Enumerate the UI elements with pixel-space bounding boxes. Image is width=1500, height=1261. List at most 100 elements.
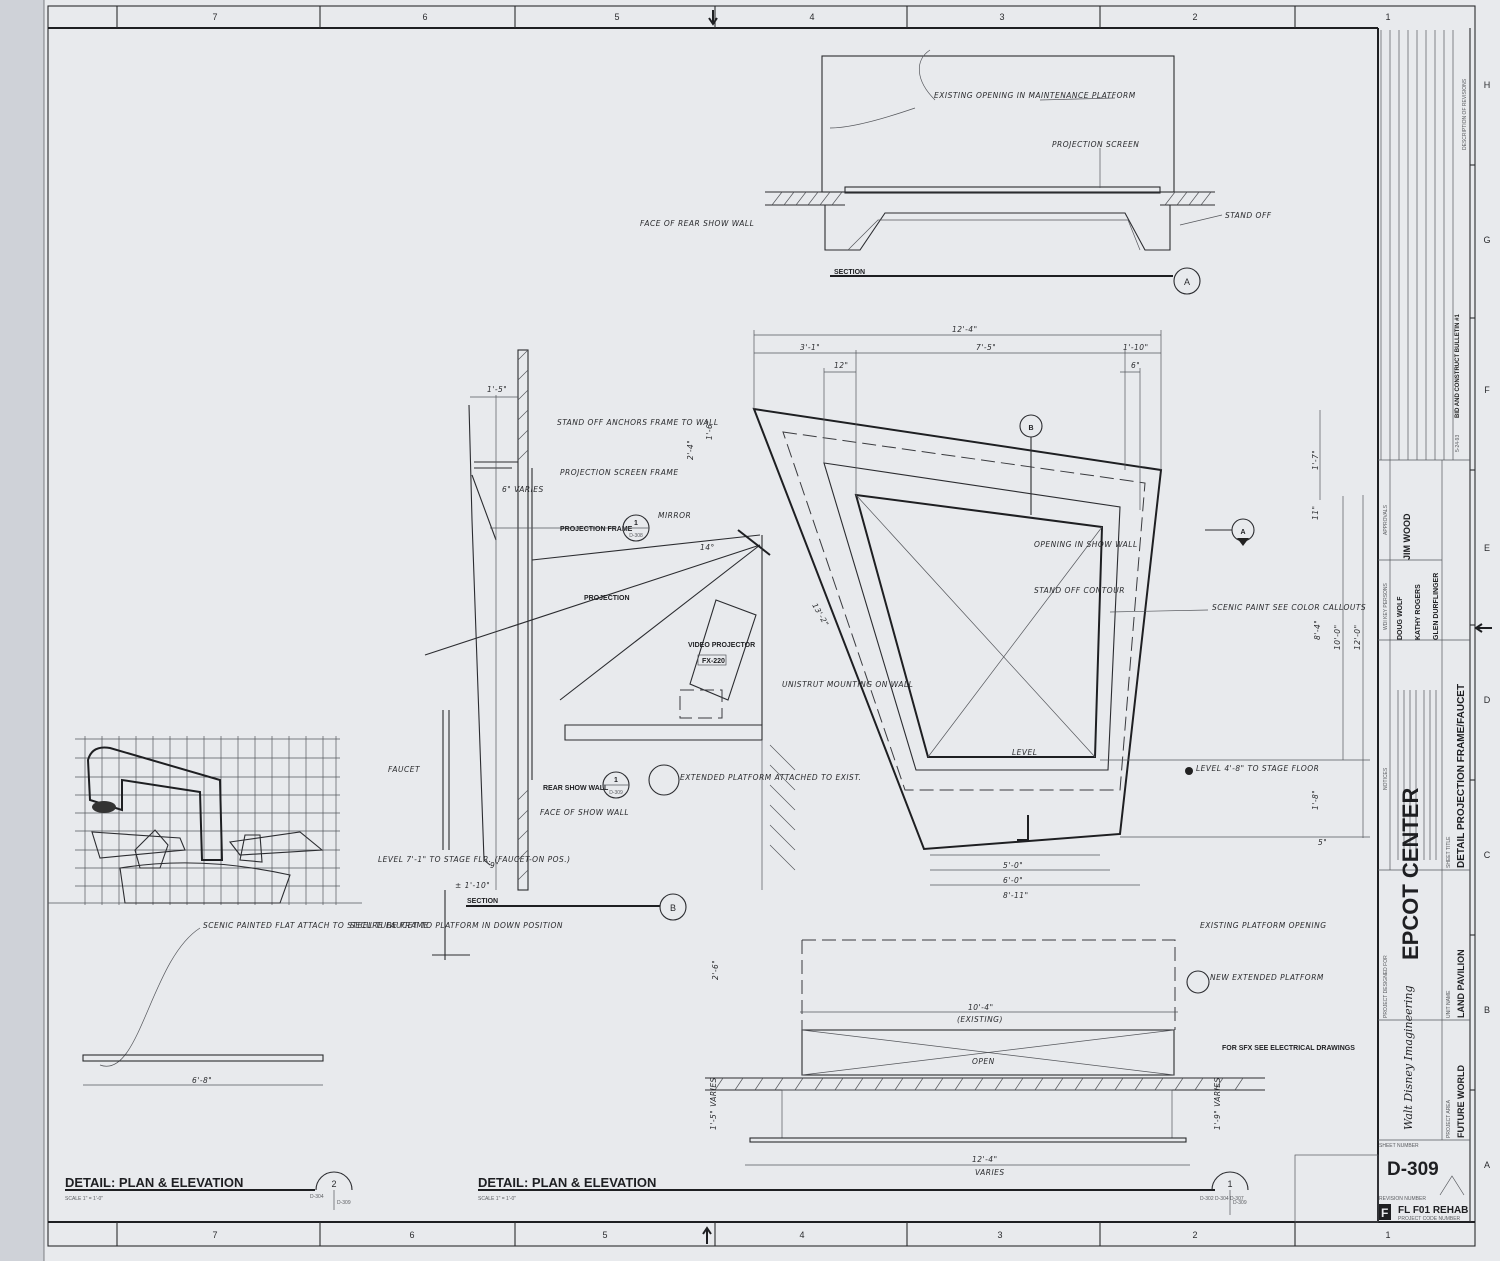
column-label: 2	[1192, 12, 1197, 22]
row-label: F	[1484, 385, 1490, 395]
dimension: 12'-0"	[1353, 624, 1362, 650]
approver: JIM WOOD	[1402, 513, 1412, 560]
key-persons-label: WDI KEY PERSONS	[1383, 582, 1389, 630]
callout-sheet: D-308	[629, 533, 643, 539]
section-marker-a: A	[1205, 518, 1255, 546]
dimension: 2'-4"	[686, 440, 695, 460]
designed-for-label: PROJECT DESIGNED FOR	[1383, 955, 1389, 1018]
project-area-label: PROJECT AREA	[1446, 1099, 1452, 1138]
note: FACE OF SHOW WALL	[540, 808, 629, 817]
column-label: 4	[799, 1230, 804, 1240]
center-arrow-right	[1474, 623, 1492, 633]
project-code: FL F01 REHAB	[1398, 1205, 1468, 1216]
note: MIRROR	[658, 511, 691, 520]
note: REAR SHOW WALL	[543, 785, 609, 792]
revision-letter: F	[1381, 1206, 1388, 1220]
projector-code: FX-220	[702, 658, 725, 665]
note: LEVEL 4'-8" TO STAGE FLOOR	[1196, 764, 1319, 773]
dimension: 10'-0"	[1333, 624, 1342, 650]
sheet-title-label: SHEET TITLE	[1446, 836, 1452, 868]
note: OPENING IN SHOW WALL	[1034, 540, 1138, 549]
section-b: 1'-5" 6" VARIES STAND OFF ANCHORS FRAME …	[350, 349, 913, 960]
dimension: 6'-8"	[192, 1076, 212, 1085]
firm-logo: Walt Disney Imagineering	[1402, 985, 1415, 1130]
note: PROJECTION SCREEN FRAME	[560, 468, 679, 477]
detail-scale: SCALE 1" = 1'-0"	[478, 1196, 516, 1202]
key-person: DOUG WOLF	[1397, 596, 1404, 640]
note: SCENIC PAINT SEE COLOR CALLOUTS	[1212, 603, 1366, 612]
revision-header: DESCRIPTION OF REVISIONS	[1462, 78, 1468, 150]
note: STAND OFF ANCHORS FRAME TO WALL	[557, 418, 719, 427]
section-title: SECTION	[834, 269, 865, 276]
title-block: DESCRIPTION OF REVISIONS 5-24-93 BID AND…	[1378, 30, 1470, 1222]
column-label: 5	[602, 1230, 607, 1240]
note: EXTENDED PLATFORM ATTACHED TO EXIST.	[680, 773, 861, 782]
column-label: 5	[614, 12, 619, 22]
projection-frame-label: PROJECTION FRAME	[560, 526, 633, 533]
row-label: E	[1484, 543, 1490, 553]
callout-ref: D-304	[310, 1194, 324, 1200]
marker-letter: A	[1240, 529, 1245, 536]
level-marker-icon	[1185, 767, 1193, 775]
detail-callout: 1 D-309	[602, 771, 630, 799]
column-label: 7	[212, 1230, 217, 1240]
dimension: 8'-11"	[1003, 891, 1029, 900]
row-label: G	[1483, 235, 1490, 245]
binding-strip	[0, 0, 44, 1261]
approvals-label: APPROVALS	[1383, 504, 1389, 535]
dimension: 10'-4"	[968, 1003, 994, 1012]
dimension: (EXISTING)	[957, 1015, 1003, 1024]
dimension: 8'-4"	[1313, 620, 1322, 640]
callout-number: 1	[614, 777, 618, 784]
note: OPEN	[972, 1057, 995, 1066]
faucet-detail: SCENIC PAINTED FLAT ATTACH TO STEEL TUBE…	[48, 736, 428, 1210]
dimension: 1'-8"	[1311, 790, 1320, 810]
note: SECURE FAUCET TO PLATFORM IN DOWN POSITI…	[350, 921, 563, 930]
column-labels: 7 6 5 4 3 2 1 7 6 5 4 3 2 1	[212, 12, 1390, 1240]
revision-number-label: REVISION NUMBER	[1379, 1196, 1426, 1202]
note: FAUCET	[388, 765, 421, 774]
marker-letter: B	[1028, 425, 1033, 432]
note: PROJECTION	[584, 595, 630, 602]
dimension: 11"	[1311, 506, 1320, 521]
dimension: 5'-0"	[1003, 861, 1023, 870]
dimension: 1'-5"	[487, 385, 507, 394]
note: VIDEO PROJECTOR	[688, 642, 755, 649]
row-label: C	[1484, 850, 1491, 860]
dimension: 12'-4"	[952, 325, 978, 334]
note: LEVEL	[1012, 748, 1037, 757]
note: FACE OF REAR SHOW WALL	[640, 219, 754, 228]
dimension: 12'-4"	[972, 1155, 998, 1164]
note: FOR SFX SEE ELECTRICAL DRAWINGS	[1222, 1045, 1355, 1052]
revision-date: 5-24-93	[1455, 435, 1461, 452]
detail-callout: 1 D-308	[622, 514, 650, 542]
notices-label: NOTICES	[1383, 767, 1389, 790]
callout-number: 2	[331, 1179, 336, 1189]
center-arrow-top	[708, 10, 718, 26]
platform-detail: 2'-6" 10'-4" (EXISTING) 1'-5" VARIES 1'-…	[478, 921, 1379, 1223]
note: EXISTING OPENING IN MAINTENANCE PLATFORM	[934, 91, 1136, 100]
note: STAND OFF	[1225, 211, 1272, 220]
section-a: A SECTION EXISTING OPENING IN MAINTENANC…	[640, 49, 1272, 295]
column-label: 1	[1385, 1230, 1390, 1240]
row-label: B	[1484, 1005, 1490, 1015]
row-label: A	[1484, 1160, 1490, 1170]
dimension: 7'-5"	[976, 343, 996, 352]
section-marker: A	[1184, 277, 1190, 287]
note: UNISTRUT MOUNTING ON WALL	[782, 680, 913, 689]
column-label: 2	[1192, 1230, 1197, 1240]
key-person: KATHY ROGERS	[1415, 584, 1422, 640]
dimension: 6" VARIES	[502, 485, 544, 494]
callout-ref: D-302 D-304 D-307	[1200, 1196, 1244, 1202]
note: NEW EXTENDED PLATFORM	[1210, 973, 1324, 982]
dimension: 2'-6"	[711, 960, 720, 980]
unit-name: LAND PAVILION	[1456, 949, 1466, 1018]
notices-text	[1397, 690, 1437, 860]
column-label: 6	[422, 12, 427, 22]
dimension: 5"	[1318, 838, 1327, 847]
project-area: FUTURE WORLD	[1456, 1065, 1466, 1138]
dimension: 12"	[834, 361, 849, 370]
detail-scale: SCALE 1" = 1'-0"	[65, 1196, 103, 1202]
key-person: GLEN DURFLINGER	[1433, 573, 1440, 640]
